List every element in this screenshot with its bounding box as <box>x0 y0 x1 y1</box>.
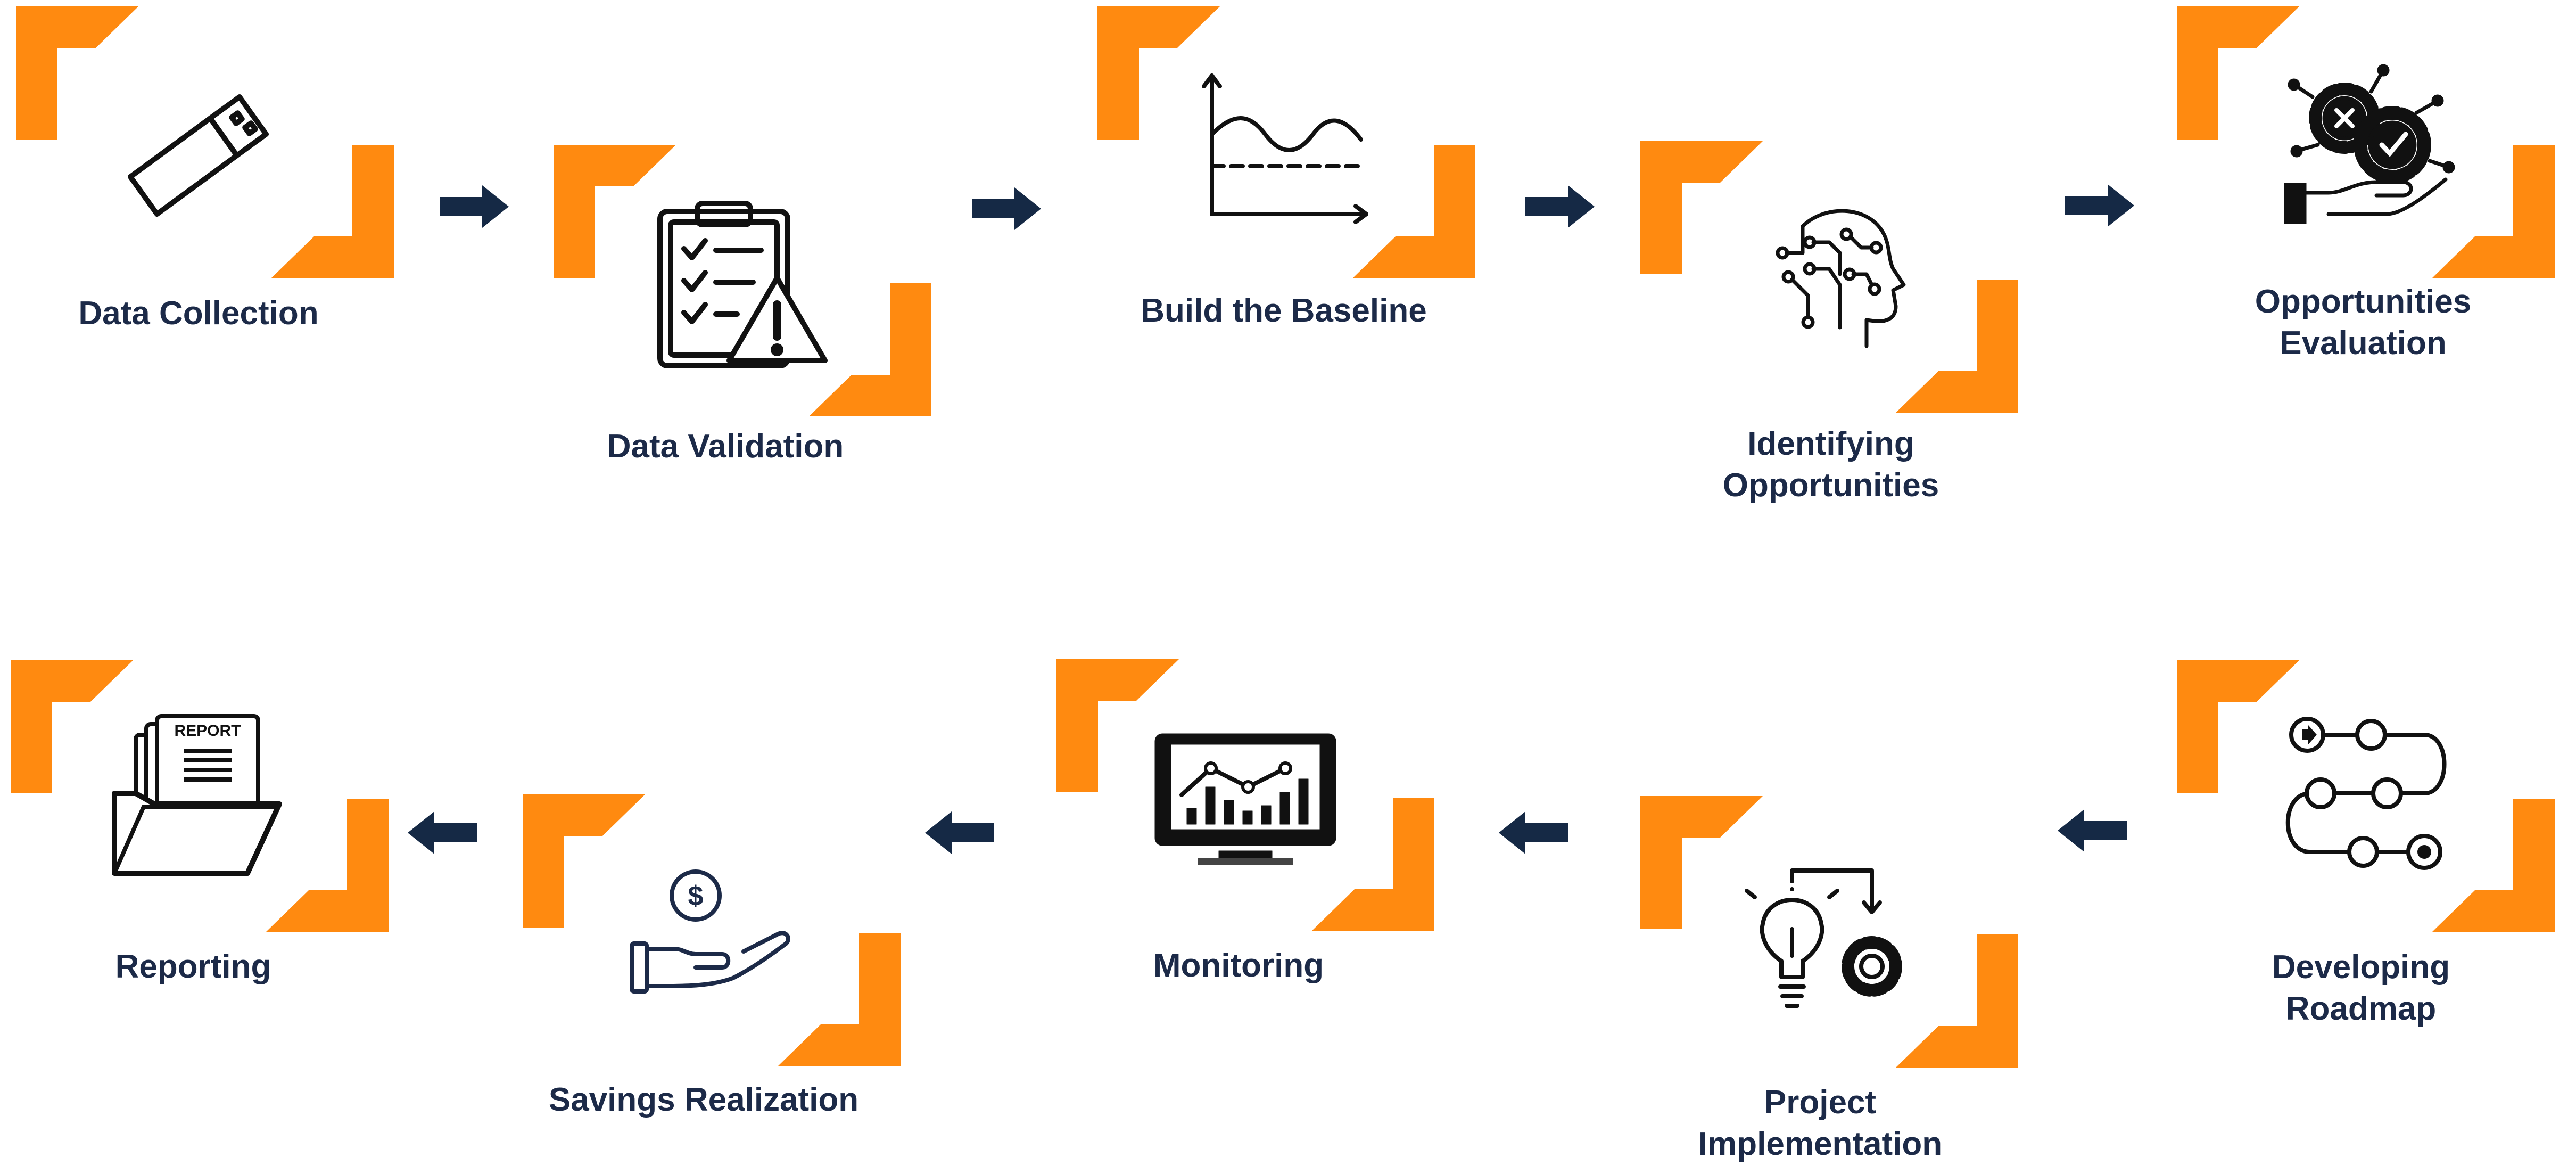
lightbulb-gear-icon <box>1733 849 1925 1020</box>
report-heading: REPORT <box>174 722 241 740</box>
dollar-sign: $ <box>688 881 704 912</box>
gears-hand-icon <box>2270 60 2462 230</box>
flow-arrow-right <box>1525 185 1595 228</box>
corner-bracket-top-left <box>523 794 645 928</box>
corner-bracket-top-left <box>1056 659 1179 792</box>
flow-arrow-right <box>972 187 1041 230</box>
corner-bracket-bottom-right <box>809 283 931 416</box>
corner-bracket-top-left <box>1097 6 1220 140</box>
corner-bracket-bottom-right <box>1312 798 1434 931</box>
step-label-monitoring: Monitoring <box>1153 947 1324 984</box>
step-reporting: REPORT <box>11 660 389 932</box>
flow-arrow-right <box>440 185 509 228</box>
corner-bracket-bottom-right <box>1896 934 2018 1068</box>
corner-bracket-bottom-right <box>2432 145 2555 278</box>
step-label-reporting: Reporting <box>115 948 271 985</box>
step-monitoring <box>1056 659 1434 931</box>
corner-bracket-bottom-right <box>266 799 389 932</box>
corner-bracket-top-left <box>2177 660 2299 793</box>
clipboard-warning-icon <box>647 198 838 368</box>
step-data-validation <box>554 145 931 416</box>
step-project-implementation <box>1640 796 2018 1068</box>
step-identifying-opportunities <box>1640 141 2018 413</box>
step-label-savings-realization: Savings Realization <box>548 1081 859 1118</box>
baseline-chart-icon <box>1191 60 1382 230</box>
flow-arrow-left <box>1499 811 1568 854</box>
corner-bracket-bottom-right <box>1353 145 1475 278</box>
step-label-developing-roadmap: Developing Roadmap <box>2272 949 2450 1027</box>
corner-bracket-top-left <box>1640 796 1763 929</box>
corner-bracket-top-left <box>554 145 676 278</box>
flow-arrow-left <box>408 811 477 854</box>
step-savings-realization: $ <box>523 794 901 1066</box>
corner-bracket-bottom-right <box>778 933 901 1066</box>
report-folder-icon: REPORT <box>104 713 295 884</box>
flow-arrow-left <box>925 811 994 854</box>
roadmap-path-icon <box>2270 713 2462 884</box>
ai-head-icon <box>1733 194 1925 365</box>
corner-bracket-bottom-right <box>271 145 394 278</box>
step-label-build-the-baseline: Build the Baseline <box>1141 292 1427 329</box>
corner-bracket-top-left <box>11 660 133 793</box>
flow-arrow-right <box>2065 184 2134 227</box>
usb-drive-icon <box>109 60 301 230</box>
corner-bracket-top-left <box>16 6 138 140</box>
flow-arrow-left <box>2058 809 2127 852</box>
step-label-project-implementation: Project Implementation <box>1698 1084 1943 1162</box>
monitor-chart-icon <box>1150 712 1341 883</box>
step-build-the-baseline <box>1097 6 1475 278</box>
step-label-identifying-opportunities: Identifying Opportunities <box>1722 425 1939 504</box>
hand-coin-icon: $ <box>616 848 807 1018</box>
corner-bracket-bottom-right <box>2432 799 2555 932</box>
step-label-opportunities-evaluation: Opportunities Evaluation <box>2255 283 2472 362</box>
step-developing-roadmap <box>2177 660 2555 932</box>
step-label-data-collection: Data Collection <box>78 295 319 332</box>
corner-bracket-bottom-right <box>1896 280 2018 413</box>
step-data-collection <box>16 6 394 278</box>
step-opportunities-evaluation <box>2177 6 2555 278</box>
step-label-data-validation: Data Validation <box>607 428 844 465</box>
corner-bracket-top-left <box>1640 141 1763 274</box>
corner-bracket-top-left <box>2177 6 2299 140</box>
